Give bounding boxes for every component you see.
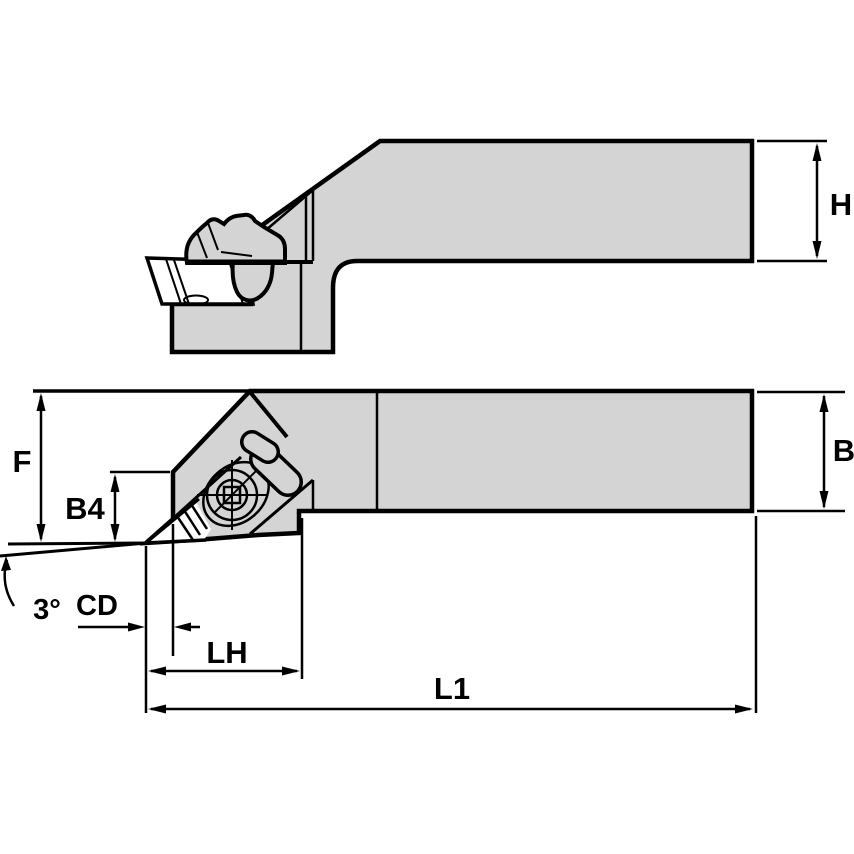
clamp-plan — [240, 430, 303, 497]
dim-label-lh: LH — [206, 635, 247, 670]
clamp-finger-side — [230, 259, 276, 303]
horizontal-reference-line — [7, 541, 147, 546]
dim-label-l1: L1 — [434, 671, 470, 706]
insert-tip-white — [146, 502, 211, 543]
insert-facet-line — [165, 258, 182, 305]
sloped-reference-line — [0, 541, 147, 558]
clamp-facet-line — [196, 231, 208, 259]
plan-view — [139, 388, 755, 546]
dimension-B4: B4 — [65, 470, 170, 542]
insert-tip-top-edge — [145, 497, 200, 545]
clamp-facet-line — [207, 222, 219, 251]
dim-label-cd: CD — [76, 590, 118, 622]
dim-label-angle: 3° — [33, 594, 61, 626]
insert-plan-edge-right — [249, 478, 314, 536]
insert-edge-detail — [183, 294, 209, 306]
insert-tip-bottom-edge — [145, 538, 207, 545]
angle-3deg: 3° — [0, 541, 147, 626]
tip-chamfer-stripe — [175, 515, 195, 541]
holder-plan-profile — [139, 388, 755, 546]
dimension-H: H — [757, 139, 852, 263]
dim-label-b: B — [833, 433, 854, 468]
clamp-body-side — [184, 212, 287, 265]
side-view — [144, 138, 755, 355]
dim-label-b4: B4 — [65, 491, 105, 526]
pocket-edge-line — [248, 390, 289, 439]
clamp-facet-line — [220, 251, 253, 257]
dimension-F: F — [13, 389, 250, 542]
dimensions: H B F B4 — [0, 139, 854, 714]
dimension-B: B — [757, 390, 854, 513]
dimension-CD: CD — [76, 590, 200, 632]
tip-chamfer-stripe — [189, 503, 209, 530]
dim-label-f: F — [13, 444, 32, 479]
dim-label-h: H — [830, 187, 852, 222]
dimension-LH: LH — [148, 635, 300, 676]
holder-side-profile — [169, 138, 755, 355]
tip-chamfer-stripe — [182, 509, 202, 536]
dimension-L1: L1 — [148, 671, 753, 714]
